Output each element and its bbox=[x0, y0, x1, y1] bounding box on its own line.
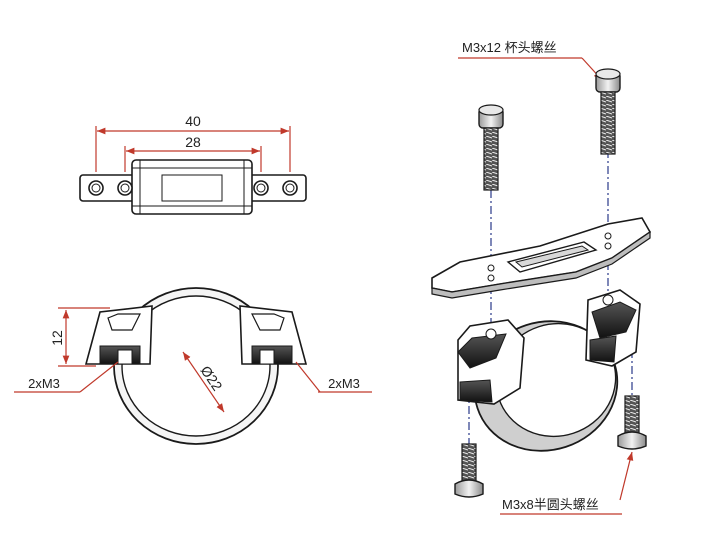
thread-left-label: 2xM3 bbox=[28, 376, 60, 391]
clamp-body bbox=[457, 289, 641, 452]
dim-40-label: 40 bbox=[185, 113, 201, 129]
cap-screw-left bbox=[478, 104, 504, 191]
dim-diameter-line bbox=[182, 351, 225, 413]
hole-inner-left bbox=[117, 180, 133, 196]
callout-bottom-screw: M3x8半圆头螺丝 bbox=[502, 497, 599, 512]
dim-12-label: 12 bbox=[49, 330, 65, 346]
leader-thread-left bbox=[79, 361, 119, 393]
button-screw-right bbox=[617, 395, 647, 450]
dim-28-label: 28 bbox=[185, 134, 201, 150]
hole-outer-right bbox=[282, 180, 298, 196]
cap-screw-right bbox=[595, 68, 621, 155]
front-view: 12 Ø22 2xM3 2xM3 bbox=[14, 287, 372, 445]
callout-top-screw: M3x12 杯头螺丝 bbox=[462, 40, 557, 55]
leader-bottom-screw bbox=[619, 451, 634, 501]
button-screw-left bbox=[454, 443, 484, 498]
hole-outer-left bbox=[88, 180, 104, 196]
leader-thread-right bbox=[295, 361, 321, 393]
exploded-view: M3x12 杯头螺丝 bbox=[431, 40, 652, 515]
hole-inner-right bbox=[253, 180, 269, 196]
top-view: 40 28 bbox=[79, 113, 307, 215]
thread-right-label: 2xM3 bbox=[328, 376, 360, 391]
mounting-plate bbox=[431, 217, 652, 299]
